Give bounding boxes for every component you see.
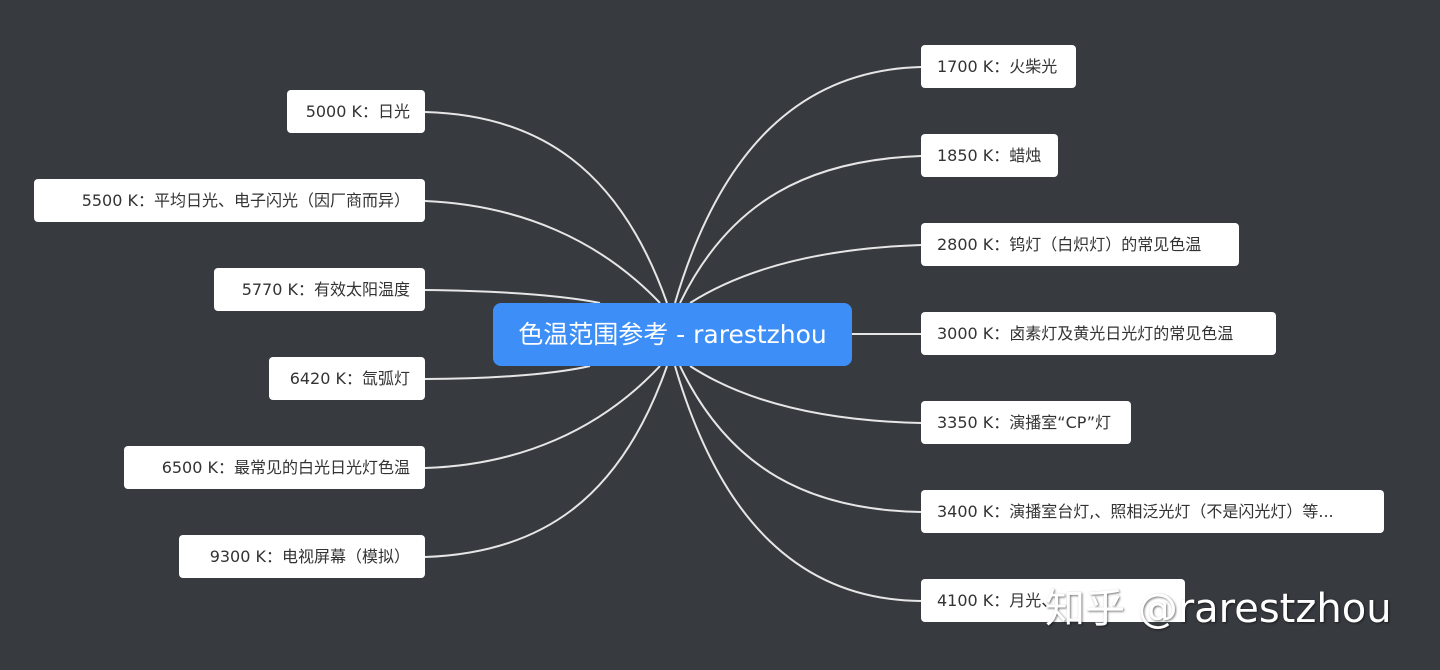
connector-right-1 [674,66,922,304]
topic-6420k[interactable]: 6420 K：氙弧灯 [269,357,425,400]
connector-left-2 [424,200,661,304]
connector-right-3 [689,244,922,304]
topic-6500k[interactable]: 6500 K：最常见的白光日光灯色温 [124,446,425,489]
central-topic[interactable]: 色温范围参考 - rarestzhou [493,303,852,366]
zhihu-watermark: 知乎 @rarestzhou [1045,586,1392,632]
topic-1700k[interactable]: 1700 K：火柴光 [921,45,1076,88]
connector-right-6 [679,365,922,513]
topic-5500k[interactable]: 5500 K：平均日光、电子闪光（因厂商而异） [34,179,425,222]
topic-4100k[interactable]: 4100 K：月光、 [921,579,1185,622]
topic-3400k[interactable]: 3400 K：演播室台灯,、照相泛光灯（不是闪光灯）等... [921,490,1384,533]
topic-3000k[interactable]: 3000 K：卤素灯及黄光日光灯的常见色温 [921,312,1276,355]
connector-left-4 [424,365,591,380]
connector-right-7 [674,365,922,602]
topic-5000k[interactable]: 5000 K：日光 [287,90,425,133]
topic-5770k[interactable]: 5770 K：有效太阳温度 [214,268,425,311]
connector-left-6 [424,365,668,558]
topic-1850k[interactable]: 1850 K：蜡烛 [921,134,1058,177]
connector-right-2 [679,155,922,304]
connector-left-3 [424,289,601,304]
topic-3350k[interactable]: 3350 K：演播室“CP”灯 [921,401,1131,444]
connector-left-1 [424,111,668,304]
connector-right-5 [689,365,922,424]
topic-2800k[interactable]: 2800 K：钨灯（白炽灯）的常见色温 [921,223,1239,266]
topic-9300k[interactable]: 9300 K：电视屏幕（模拟） [179,535,425,578]
connector-left-5 [424,365,661,469]
